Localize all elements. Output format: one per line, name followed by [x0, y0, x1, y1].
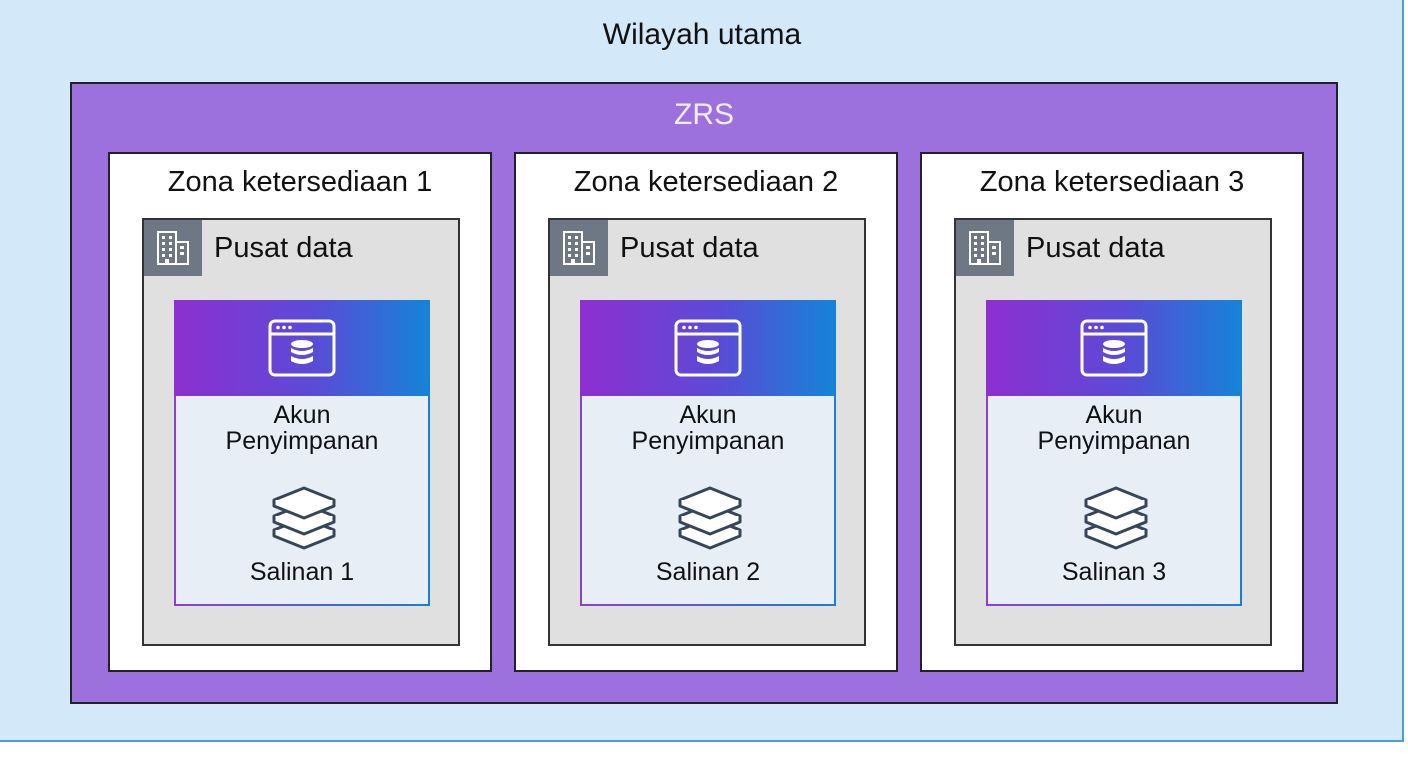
- primary-region: Wilayah utama ZRS Zona ketersediaan 1: [0, 0, 1404, 742]
- storage-account: Akun Penyimpanan Salinan 3: [986, 300, 1242, 606]
- region-title: Wilayah utama: [602, 18, 802, 51]
- storage-account-label: Akun Penyimpanan: [1037, 401, 1191, 455]
- datacenter: Pusat data: [548, 218, 866, 646]
- building-icon: [550, 220, 608, 276]
- datacenter-label: Pusat data: [620, 232, 759, 264]
- zone-title: Zona ketersediaan 2: [573, 166, 839, 198]
- storage-account-header: [986, 300, 1242, 396]
- building-icon: [956, 220, 1014, 276]
- zone-title: Zona ketersediaan 1: [167, 166, 433, 198]
- storage-account-label: Akun Penyimpanan: [631, 401, 785, 455]
- zrs-container: ZRS Zona ketersediaan 1: [70, 82, 1338, 704]
- storage-account-icon: [268, 319, 336, 377]
- copy-label: Salinan 3: [1061, 558, 1167, 586]
- availability-zone-1: Zona ketersediaan 1: [108, 152, 492, 672]
- layers-stack-icon: [272, 486, 336, 550]
- datacenter-label: Pusat data: [1026, 232, 1165, 264]
- availability-zone-2: Zona ketersediaan 2: [514, 152, 898, 672]
- datacenter: Pusat data: [954, 218, 1272, 646]
- storage-account: Akun Penyimpanan Salinan 2: [580, 300, 836, 606]
- zrs-title: ZRS: [674, 98, 734, 131]
- copy-label: Salinan 1: [249, 558, 355, 586]
- building-icon: [144, 220, 202, 276]
- datacenter: Pusat data: [142, 218, 460, 646]
- availability-zone-3: Zona ketersediaan 3: [920, 152, 1304, 672]
- storage-account-header: [174, 300, 430, 396]
- storage-account-label: Akun Penyimpanan: [225, 401, 379, 455]
- zone-title: Zona ketersediaan 3: [979, 166, 1245, 198]
- storage-account: Akun Penyimpanan Salinan 1: [174, 300, 430, 606]
- storage-account-icon: [674, 319, 742, 377]
- copy-label: Salinan 2: [655, 558, 761, 586]
- storage-account-icon: [1080, 319, 1148, 377]
- storage-account-header: [580, 300, 836, 396]
- layers-stack-icon: [1084, 486, 1148, 550]
- layers-stack-icon: [678, 486, 742, 550]
- datacenter-label: Pusat data: [214, 232, 353, 264]
